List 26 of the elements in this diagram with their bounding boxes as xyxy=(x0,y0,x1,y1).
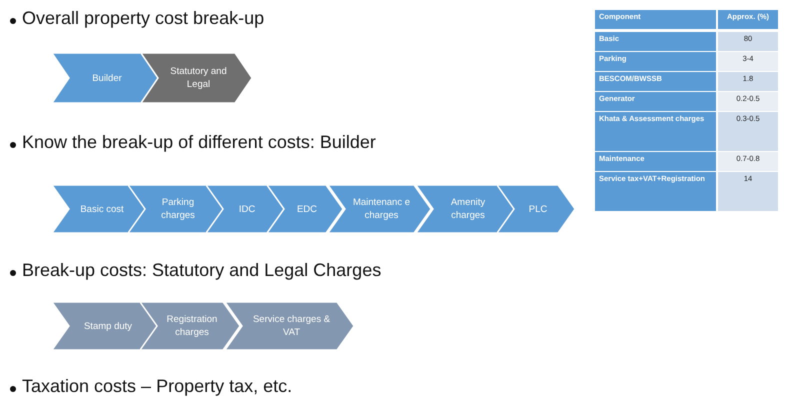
chevron-step xyxy=(416,185,516,233)
step-label: Statutory and Legal xyxy=(169,65,228,91)
bullet-heading: Know the break-up of different costs: Builder xyxy=(22,132,376,153)
step-label: Amenity charges xyxy=(450,196,486,222)
step-label: Service charges & VAT xyxy=(252,313,332,339)
step-label: Parking charges xyxy=(160,196,196,222)
step-label: PLC xyxy=(528,202,548,216)
step-label: IDC xyxy=(238,202,256,216)
chevron-step xyxy=(497,185,575,233)
step-label: Registration charges xyxy=(166,313,218,339)
step-label: Stamp duty xyxy=(84,320,132,332)
bullet-heading: Taxation costs – Property tax, etc. xyxy=(22,376,292,397)
chevron-step xyxy=(140,302,240,350)
step-label: EDC xyxy=(296,202,318,216)
bullet-heading: Break-up costs: Statutory and Legal Charges xyxy=(22,260,382,281)
step-label: Builder xyxy=(92,72,122,84)
chevron-step xyxy=(52,53,158,103)
chevron-step xyxy=(267,185,343,233)
bullet-heading: Overall property cost break-up xyxy=(22,8,264,29)
chevron-step xyxy=(225,302,354,350)
step-label: Basic cost xyxy=(80,202,124,216)
step-label: Maintenanc e charges xyxy=(352,196,412,222)
chevron-step xyxy=(141,53,252,103)
chevron-step xyxy=(328,185,431,233)
chevron-step xyxy=(206,185,284,233)
chevron-step xyxy=(128,185,224,233)
